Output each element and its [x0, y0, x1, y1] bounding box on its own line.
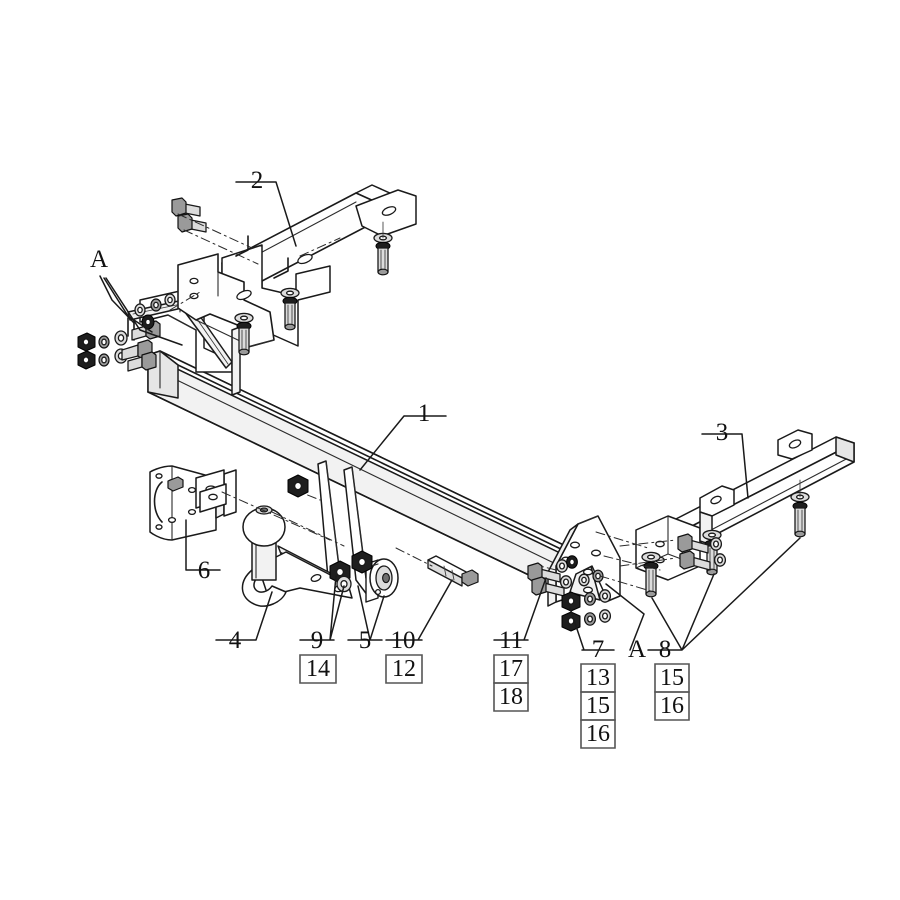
stack-11: 17 18: [493, 654, 529, 712]
stack-7-item-1: 15: [586, 693, 610, 719]
stack-7: 13 15 16: [580, 663, 616, 749]
hex-nut: [77, 332, 96, 352]
stack-8-item-0: 15: [660, 665, 684, 691]
upper-bracket-bolts-left: [171, 197, 259, 265]
hardware-group-7: [561, 569, 612, 632]
stack-11-item-0: 17: [499, 656, 523, 682]
bolt-stack-under-bracket-a: [234, 312, 254, 356]
socket-mounting-plate: [149, 465, 237, 541]
bolt-stack-under-bracket-c: [373, 221, 393, 276]
axis-line-ball: [271, 511, 345, 547]
plate-fastener: [167, 476, 184, 492]
stack-9: 14: [299, 654, 337, 684]
stack-8-item-1: 16: [660, 693, 684, 719]
hardware-group-9: [287, 474, 309, 498]
upper-side-bracket-left: [177, 184, 417, 348]
spring-washer: [598, 589, 612, 603]
spacer-bush: [365, 558, 399, 603]
stack-10: 12: [385, 654, 423, 684]
spring-washer: [114, 330, 128, 346]
bolt-stack-right-c: [790, 479, 810, 538]
callout-7: 7: [592, 636, 605, 663]
hex-bolt: [171, 197, 201, 217]
hex-nut: [561, 591, 581, 612]
assembly-axes: [169, 237, 677, 593]
axis-line-socket-plate: [221, 491, 331, 541]
axis-line-pin: [395, 547, 433, 567]
flat-washer: [583, 592, 596, 606]
hex-bolt: [677, 533, 709, 554]
stack-11-item-1: 18: [499, 684, 523, 710]
pin-bolt: [427, 555, 479, 587]
callout-A-right: A: [628, 636, 646, 663]
callout-5: 5: [359, 627, 372, 654]
hardware-washer-mid: [336, 575, 352, 593]
hex-bolt: [531, 576, 565, 597]
callout-11: 11: [499, 627, 523, 654]
callout-A-left: A: [90, 246, 108, 273]
callout-9: 9: [311, 627, 324, 654]
detail-A-left: [77, 293, 176, 372]
stack-8: 15 16: [654, 663, 690, 721]
callout-6: 6: [198, 557, 211, 584]
callout-4: 4: [229, 627, 242, 654]
flat-washer: [98, 353, 110, 367]
hex-nut: [77, 350, 96, 370]
callout-8: 8: [659, 636, 672, 663]
side-arm-right: [635, 429, 855, 581]
stack-7-item-2: 16: [586, 721, 610, 747]
flat-washer: [98, 335, 110, 349]
callout-10: 10: [391, 627, 416, 654]
callout-3: 3: [716, 419, 729, 446]
stack-7-item-0: 13: [586, 665, 610, 691]
hex-bolt: [177, 213, 207, 233]
bolt-stack-under-bracket-b: [280, 287, 300, 331]
hardware-group-11: [527, 555, 578, 597]
callout-labels: 1 2 3 4 5 6 7 8 9 10 11 A A: [90, 167, 728, 663]
leader-lines: [185, 181, 801, 651]
hardware-nut-mid-2: [351, 550, 373, 574]
callout-2: 2: [251, 167, 264, 194]
hex-bolt: [127, 351, 157, 372]
flat-washer: [583, 612, 596, 626]
hex-bolt: [679, 550, 711, 571]
stack-9-item-0: 14: [306, 656, 330, 682]
spring-washer: [598, 609, 612, 623]
stack-10-item-0: 12: [392, 656, 416, 682]
leader-detail-A-left: [99, 275, 183, 346]
callout-1: 1: [418, 400, 431, 427]
